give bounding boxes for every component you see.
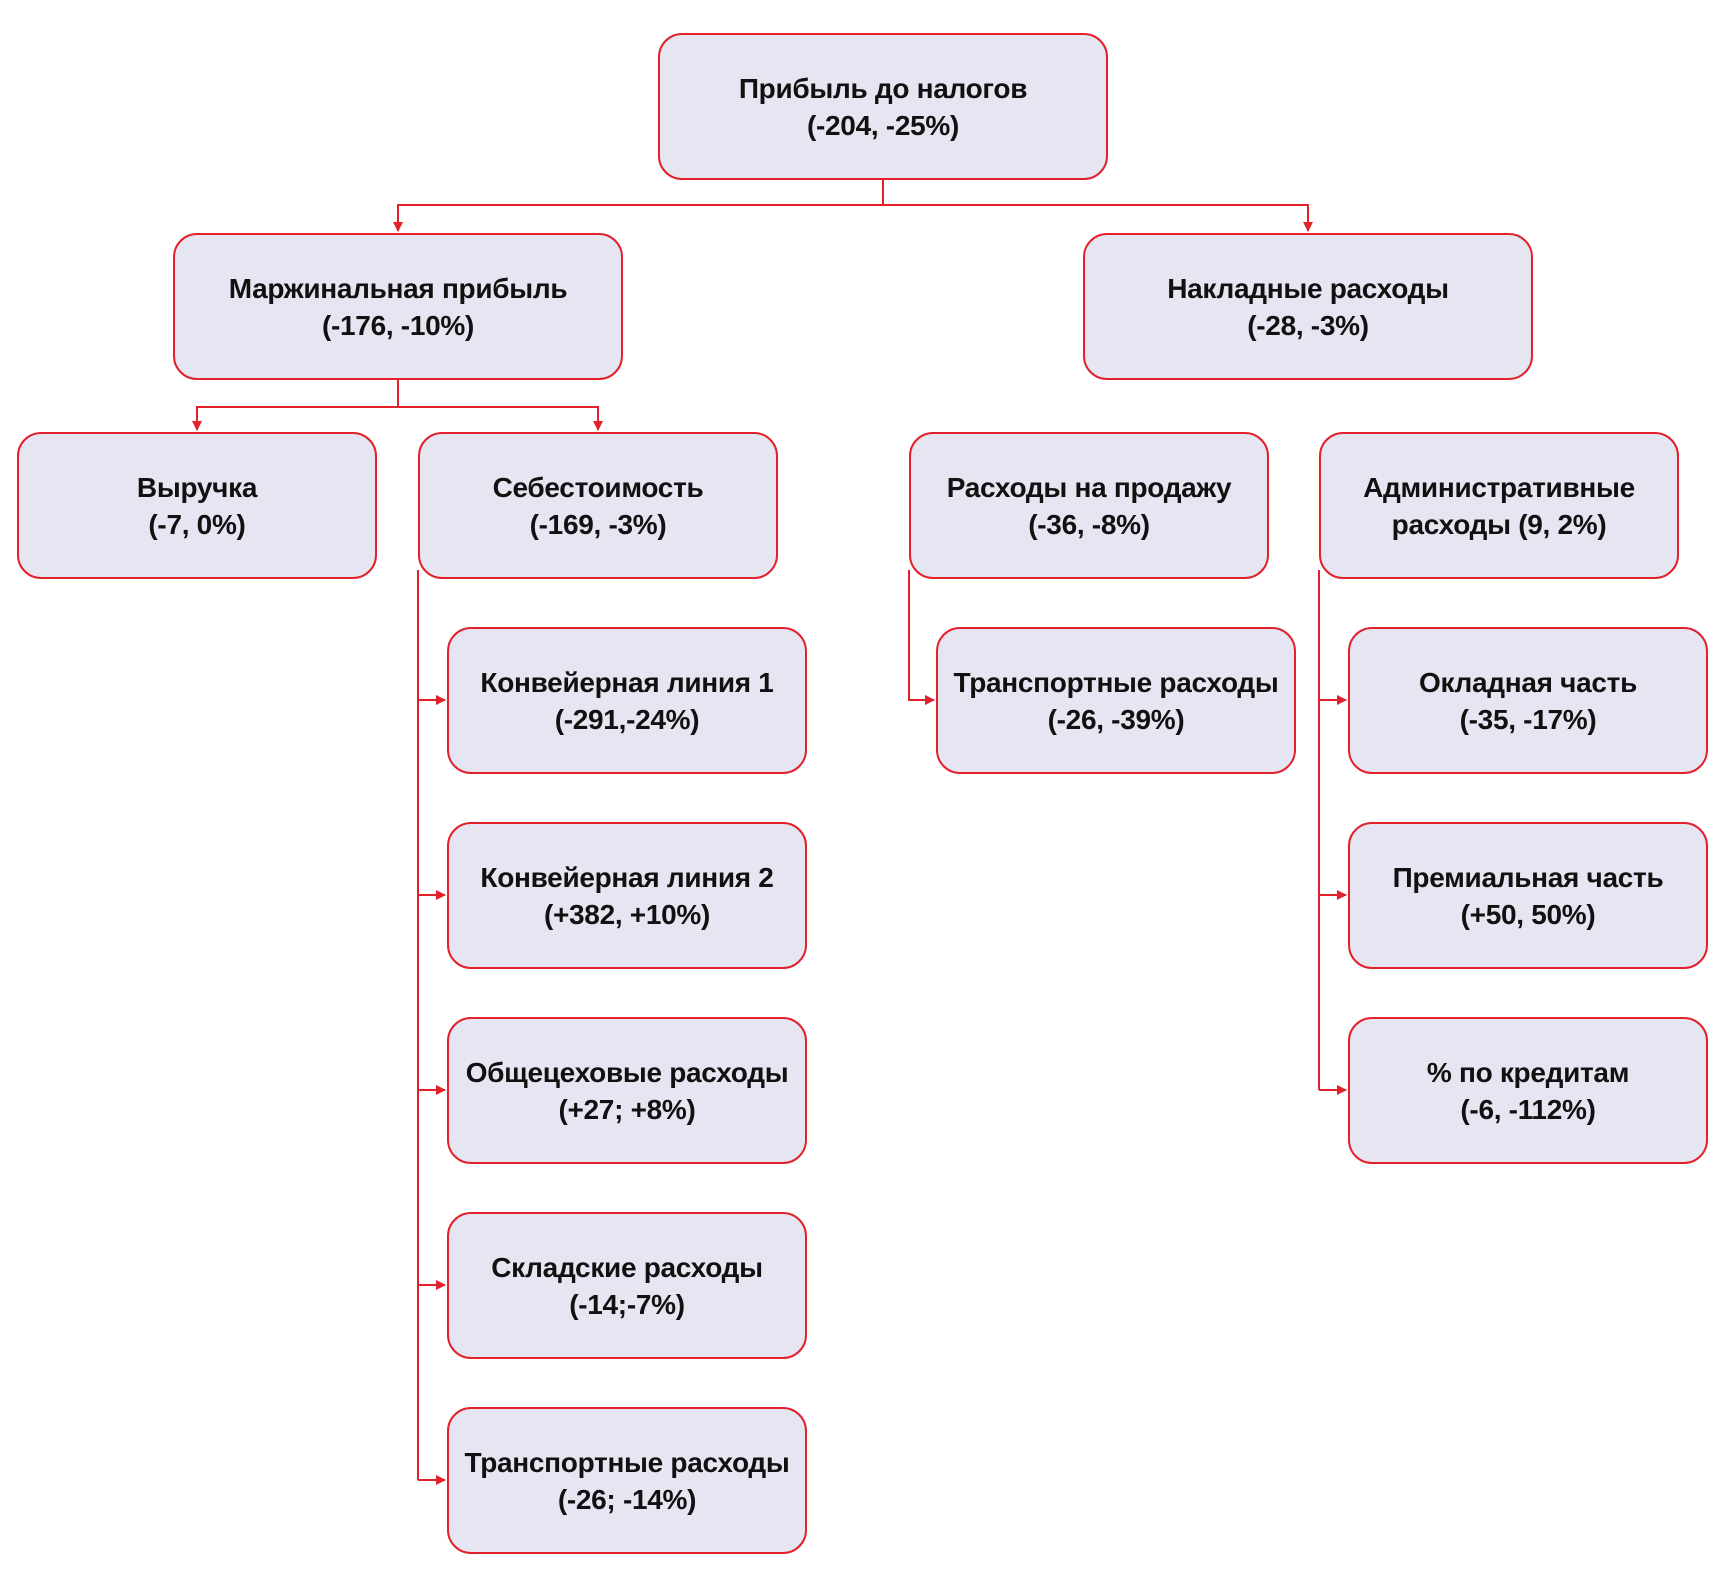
node-loan-interest: % по кредитам (-6, -112%) bbox=[1348, 1017, 1708, 1164]
node-title: Прибыль до налогов bbox=[738, 72, 1028, 104]
node-title: Складские расходы bbox=[491, 1251, 763, 1283]
node-value: (-176, -10%) bbox=[321, 309, 474, 341]
node-title: Маржинальная прибыль bbox=[228, 272, 568, 304]
node-workshop-expenses: Общецеховые расходы (+27; +8%) bbox=[447, 1017, 807, 1164]
node-title: Общецеховые расходы bbox=[465, 1056, 789, 1088]
node-administrative-expenses: Административные расходы (9, 2%) bbox=[1319, 432, 1679, 579]
node-value: (+382, +10%) bbox=[543, 898, 711, 930]
node-value: (-26; -14%) bbox=[557, 1483, 697, 1515]
node-overhead-expenses: Накладные расходы (-28, -3%) bbox=[1083, 233, 1533, 380]
node-value: (-291,-24%) bbox=[554, 703, 700, 735]
node-conveyor-line-2: Конвейерная линия 2 (+382, +10%) bbox=[447, 822, 807, 969]
node-title: Административные bbox=[1363, 471, 1635, 503]
node-title: Выручка bbox=[136, 471, 258, 503]
node-revenue: Выручка (-7, 0%) bbox=[17, 432, 377, 579]
connector-margin-revenue bbox=[192, 380, 399, 431]
node-title: Транспортные расходы bbox=[464, 1446, 790, 1478]
node-transport-expenses-sales: Транспортные расходы (-26, -39%) bbox=[936, 627, 1296, 774]
node-conveyor-line-1: Конвейерная линия 1 (-291,-24%) bbox=[447, 627, 807, 774]
node-value: (-204, -25%) bbox=[806, 109, 959, 141]
node-value: (-28, -3%) bbox=[1247, 309, 1369, 341]
node-title: Конвейерная линия 1 bbox=[480, 666, 774, 698]
node-title: Накладные расходы bbox=[1167, 272, 1449, 304]
connector-margin-cost bbox=[398, 406, 603, 431]
node-title: Расходы на продажу bbox=[946, 471, 1232, 503]
node-sales-expenses: Расходы на продажу (-36, -8%) bbox=[909, 432, 1269, 579]
node-title: % по кредитам bbox=[1426, 1056, 1630, 1088]
node-cost-of-goods: Себестоимость (-169, -3%) bbox=[418, 432, 778, 579]
node-salary-part: Окладная часть (-35, -17%) bbox=[1348, 627, 1708, 774]
node-value: (-35, -17%) bbox=[1459, 703, 1597, 735]
node-profit-before-tax: Прибыль до налогов (-204, -25%) bbox=[658, 33, 1108, 180]
node-warehouse-expenses: Складские расходы (-14;-7%) bbox=[447, 1212, 807, 1359]
node-value: (-6, -112%) bbox=[1460, 1093, 1596, 1125]
connector-root-overhead bbox=[883, 204, 1313, 232]
node-title: Транспортные расходы bbox=[953, 666, 1279, 698]
node-title: Окладная часть bbox=[1419, 666, 1637, 698]
node-value: (-7, 0%) bbox=[148, 508, 246, 540]
node-value: (-26, -39%) bbox=[1047, 703, 1185, 735]
node-value: расходы (9, 2%) bbox=[1391, 508, 1607, 540]
node-marginal-profit: Маржинальная прибыль (-176, -10%) bbox=[173, 233, 623, 380]
node-bonus-part: Премиальная часть (+50, 50%) bbox=[1348, 822, 1708, 969]
node-value: (-36, -8%) bbox=[1028, 508, 1150, 540]
node-title: Премиальная часть bbox=[1392, 861, 1664, 893]
connector-sales-transport bbox=[908, 570, 935, 705]
node-title: Конвейерная линия 2 bbox=[480, 861, 774, 893]
connector-root-margin bbox=[393, 180, 884, 232]
node-value: (-14;-7%) bbox=[569, 1288, 685, 1320]
node-transport-expenses-cost: Транспортные расходы (-26; -14%) bbox=[447, 1407, 807, 1554]
node-title: Себестоимость bbox=[492, 471, 704, 503]
node-value: (-169, -3%) bbox=[529, 508, 667, 540]
node-value: (+27; +8%) bbox=[558, 1093, 696, 1125]
node-value: (+50, 50%) bbox=[1460, 898, 1596, 930]
